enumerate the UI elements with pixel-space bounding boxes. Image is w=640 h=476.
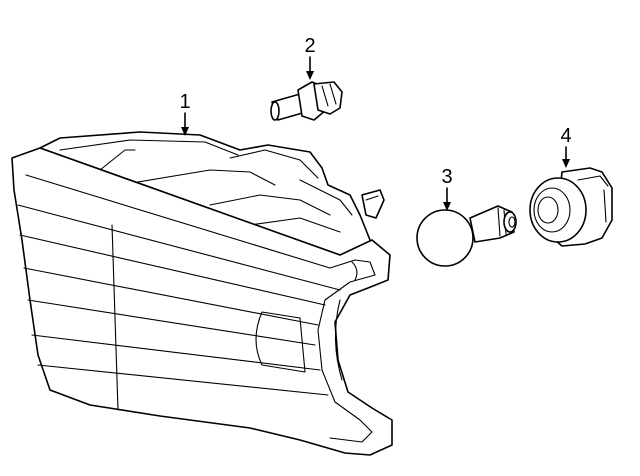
callout-label-4: 4 [560,125,571,147]
bolt [270,81,343,121]
lamp-housing [11,131,393,456]
callout-3: 3 [441,166,453,211]
bulb [416,205,517,267]
callout-1: 1 [179,91,191,136]
callout-label-3: 3 [441,166,452,188]
callout-4: 4 [560,125,572,168]
callout-label-2: 2 [304,35,315,57]
callout-label-1: 1 [179,91,190,113]
socket [529,167,613,247]
callout-2: 2 [304,35,316,80]
